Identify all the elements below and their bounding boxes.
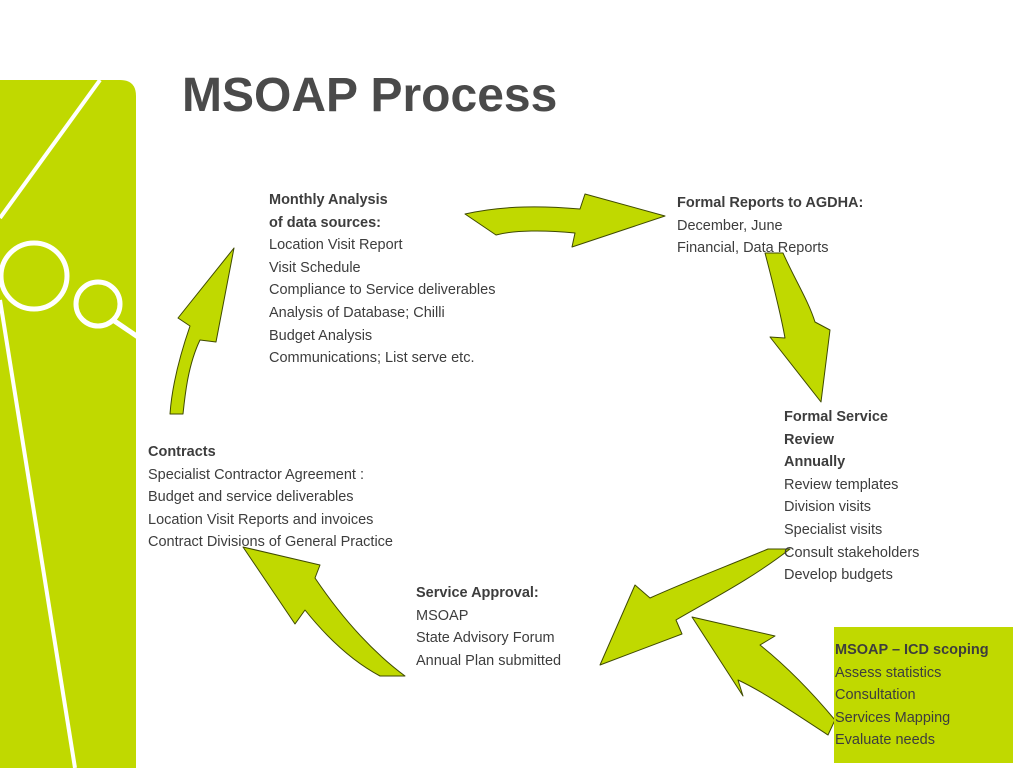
service-approval-line: Annual Plan submitted (416, 652, 562, 669)
slide-title: MSOAP Process (182, 69, 558, 122)
arrow-to-formal-review (764, 252, 831, 403)
monthly-line: Analysis of Database; Chilli (269, 304, 445, 321)
formal-reports-line: Financial, Data Reports (677, 240, 829, 257)
formal-review-line: Annually (784, 454, 846, 471)
formal-review-heading: Formal Service (784, 409, 888, 425)
service-approval-line: State Advisory Forum (416, 630, 555, 647)
service-approval-block: Service Approval: MSOAP State Advisory For… (416, 582, 561, 672)
monthly-line: Compliance to Service deliverables (269, 282, 496, 299)
monthly-line: Location Visit Report (269, 237, 403, 254)
monthly-line: Visit Schedule (269, 259, 361, 276)
monthly-line: Communications; List serve etc. (269, 350, 475, 367)
icd-scoping-line: Evaluate needs (835, 732, 935, 749)
monthly-line: Budget Analysis (269, 327, 373, 344)
arrow-to-monthly-analysis (169, 247, 235, 415)
monthly-heading: Monthly Analysis (269, 192, 388, 208)
contracts-line: Specialist Contractor Agreement : (148, 466, 364, 483)
formal-review-line: Consult stakeholders (784, 544, 920, 561)
contracts-line: Location Visit Reports and invoices (148, 511, 374, 528)
service-approval-line: MSOAP (416, 607, 469, 624)
icd-scoping-line: Consultation (835, 687, 916, 704)
formal-review-line: Develop budgets (784, 567, 893, 584)
icd-scoping-line: Services Mapping (835, 709, 951, 726)
formal-review-line: Division visits (784, 499, 872, 516)
formal-reports-heading: Formal Reports to AGDHA: (677, 195, 864, 211)
contracts-heading: Contracts (148, 444, 216, 460)
monthly-analysis-block: Monthly Analysis of data sources: Location… (269, 189, 495, 370)
formal-reports-line: December, June (677, 217, 783, 234)
formal-review-line: Review (784, 431, 834, 448)
contracts-line: Budget and service deliverables (148, 489, 354, 506)
icd-scoping-line: Assess statistics (835, 664, 942, 681)
monthly-line: of data sources: (269, 214, 381, 231)
arrow-from-icd-scoping (691, 616, 836, 736)
arrow-to-service-approval (599, 548, 791, 666)
icd-scoping-heading: MSOAP – ICD scoping (835, 642, 989, 658)
formal-review-line: Specialist visits (784, 521, 883, 538)
decorative-side-panel (0, 78, 140, 768)
service-approval-heading: Service Approval: (416, 585, 539, 601)
contracts-line: Contract Divisions of General Practice (148, 534, 393, 551)
arrow-to-contracts (242, 546, 406, 677)
formal-review-line: Review templates (784, 476, 899, 493)
arrow-to-formal-reports (464, 193, 666, 248)
